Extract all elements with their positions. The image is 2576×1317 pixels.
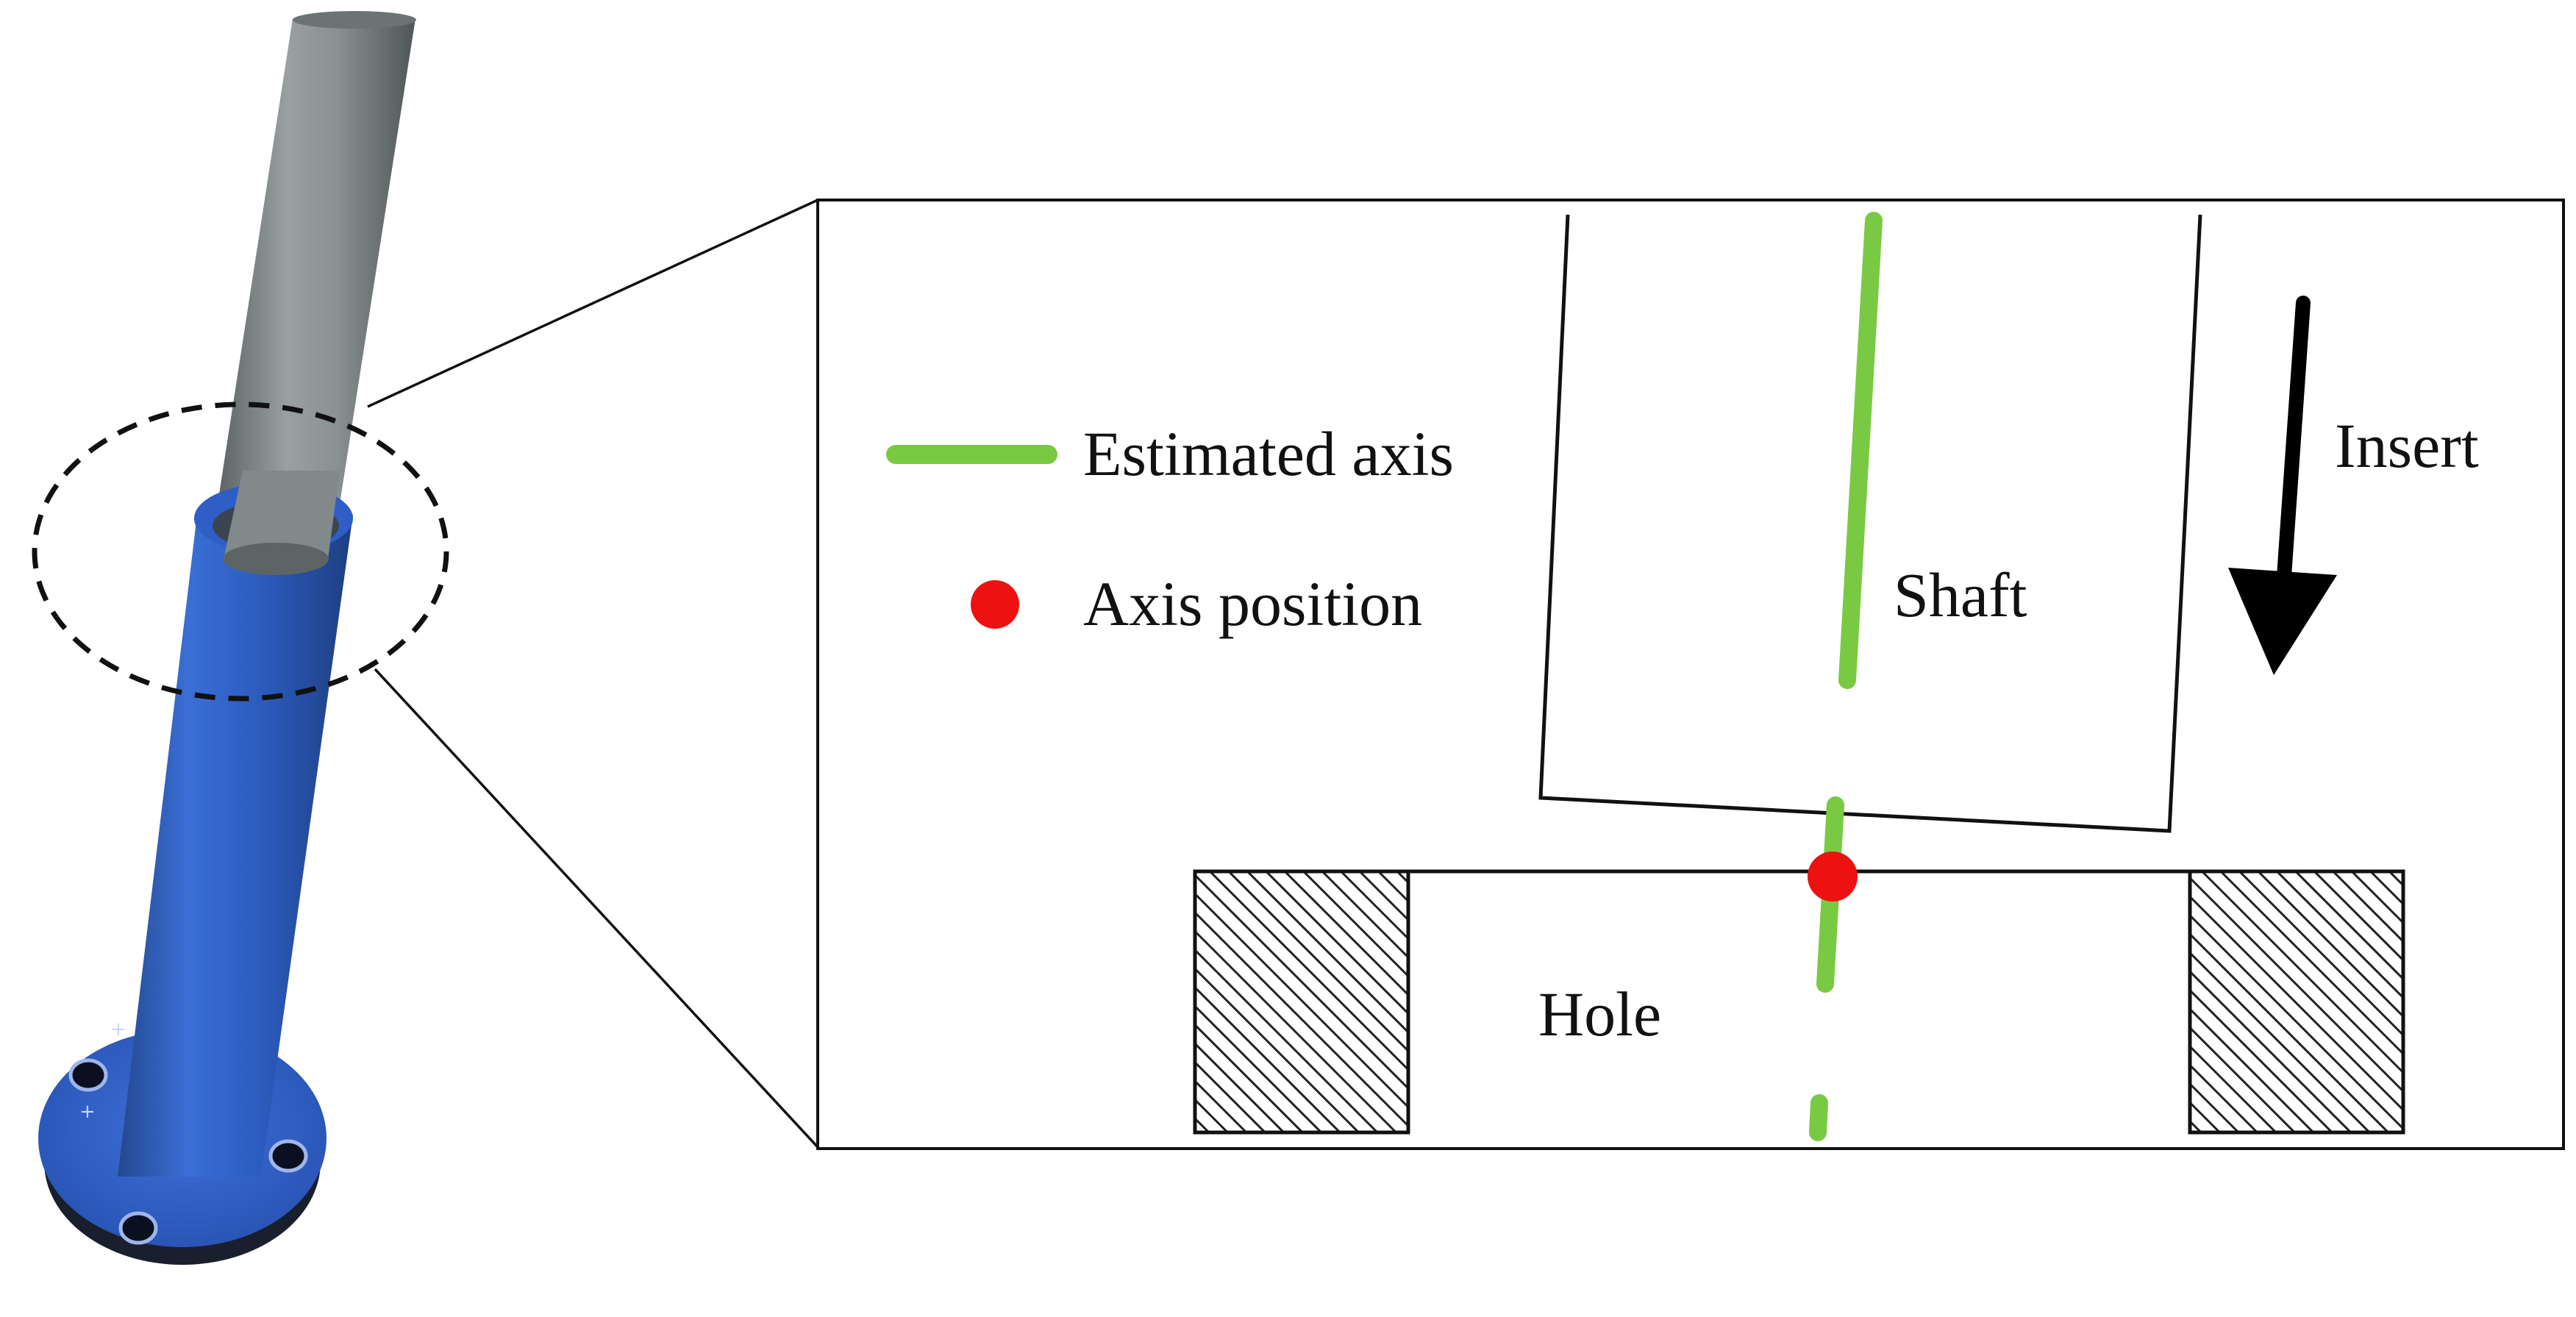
bolt-hole bbox=[268, 1139, 308, 1173]
flange-mark: + bbox=[79, 1101, 96, 1123]
hole-wall-left bbox=[1193, 869, 1410, 1135]
outer-tube bbox=[218, 18, 415, 504]
flange-mark: + bbox=[110, 1018, 126, 1041]
legend-estimated-axis-label: Estimated axis bbox=[1083, 418, 1454, 489]
outer-tube-top bbox=[293, 11, 416, 29]
legend-axis-position-label: Axis position bbox=[1083, 568, 1422, 639]
shaft-label: Shaft bbox=[1894, 560, 2027, 630]
hole-wall-right bbox=[2188, 869, 2405, 1135]
bolt-hole bbox=[68, 1058, 108, 1092]
legend: Estimated axis Axis position bbox=[886, 418, 1454, 639]
photo-shaft-assembly: + + bbox=[32, 11, 449, 1265]
zoom-connector-line bbox=[367, 199, 818, 408]
bolt-hole bbox=[118, 1211, 158, 1245]
shaft-outline bbox=[1538, 214, 2202, 833]
schematic-panel: Shaft Hole Insert Estimated axis Axis po… bbox=[816, 199, 2565, 1150]
inner-shaft-rim bbox=[223, 543, 329, 575]
estimated-axis-upper bbox=[1838, 212, 1883, 689]
zoom-region-marker bbox=[32, 401, 449, 702]
legend-axis-position-swatch bbox=[971, 580, 1019, 629]
insert-label: Insert bbox=[2335, 410, 2479, 481]
zoom-connector-line bbox=[374, 668, 819, 1149]
estimated-axis-lower bbox=[1809, 1094, 1828, 1141]
blue-sleeve bbox=[118, 515, 353, 1177]
inner-shaft bbox=[224, 471, 340, 559]
axis-position-point bbox=[1808, 852, 1858, 902]
arrow-down-icon bbox=[2228, 296, 2337, 675]
hole-label: Hole bbox=[1538, 979, 1661, 1049]
hole-block bbox=[1193, 869, 2405, 1135]
